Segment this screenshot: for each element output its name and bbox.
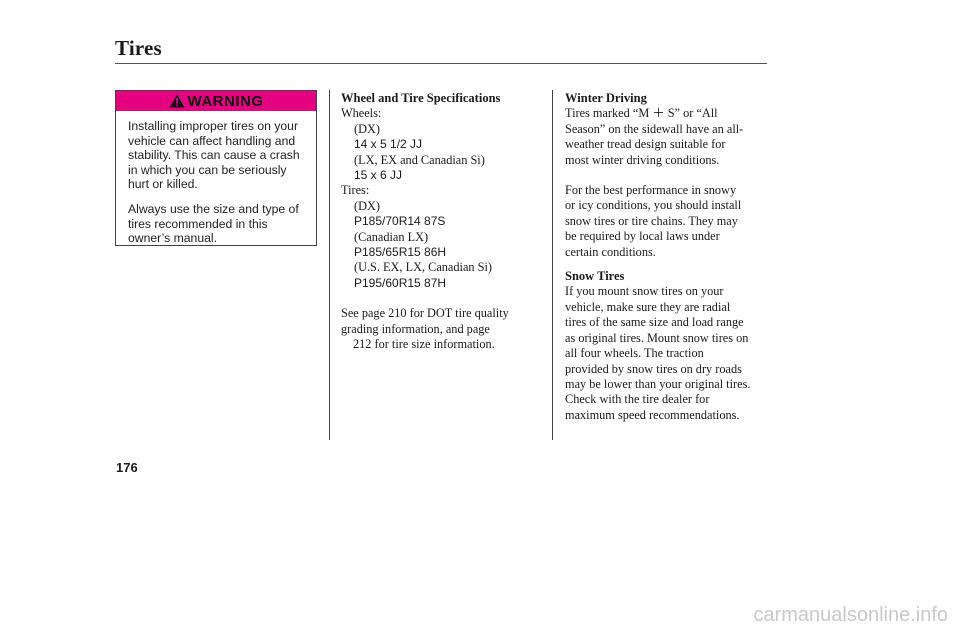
snow-text-line: Check with the tire dealer for [565,392,710,407]
tire-model: (DX) [354,198,380,213]
wheel-size: 14 x 5 1/2 JJ [354,137,423,152]
warning-paragraph-1: Installing improper tires on your vehicl… [128,119,300,192]
winter-text-line: snow tires or tire chains. They may [565,213,738,228]
snow-text-line: as original tires. Mount snow tires on [565,330,749,345]
snow-text-line: may be lower than your original tires. [565,376,751,391]
winter-text-line: For the best performance in snowy [565,183,737,198]
specs-column: Wheel and Tire Specifications Wheels: (D… [341,91,546,353]
spacer [565,260,780,269]
snow-text-line: maximum speed recommendations. [565,407,740,422]
specs-note-line: 212 for tire size information. [353,337,495,352]
winter-text-line: weather tread design suitable for [565,137,726,152]
snow-text-line: If you mount snow tires on your [565,284,724,299]
winter-column: Winter Driving Tires marked “M ＋ S” or “… [565,91,780,423]
warning-paragraph-2: Always use the size and type of tires re… [128,201,299,246]
wheel-model: (DX) [354,121,380,136]
tire-model: (Canadian LX) [354,229,429,244]
winter-text-line: be required by local laws under [565,229,720,244]
title-divider [115,63,767,64]
page-title: Tires [115,36,162,60]
snow-text-line: provided by snow tires on dry roads [565,361,742,376]
spacer [565,168,780,183]
warning-triangle-icon [169,94,184,108]
tire-model: (U.S. EX, LX, Canadian Si) [354,260,492,275]
snow-tires-heading: Snow Tires [565,269,625,284]
wheel-size: 15 x 6 JJ [354,168,403,183]
warning-label: WARNING [187,92,264,110]
spacer [341,291,546,306]
column-divider-right [552,90,553,440]
tire-size: P185/70R14 87S [354,214,446,229]
winter-heading: Winter Driving [565,91,647,105]
warning-box: WARNING Installing improper tires on you… [115,90,317,246]
winter-text-line: most winter driving conditions. [565,152,720,167]
snow-text-line: tires of the same size and load range [565,315,744,330]
wheels-label: Wheels: [341,106,382,121]
warning-header: WARNING [116,91,316,111]
specs-note-line: grading information, and page [341,321,490,336]
winter-text-line: or icy conditions, you should install [565,198,742,213]
winter-text-line: Season” on the sidewall have an all- [565,121,744,136]
winter-text-line: Tires marked “M ＋ S” or “All [565,106,718,121]
wheel-model: (LX, EX and Canadian Si) [354,152,485,167]
snow-text-line: vehicle, make sure they are radial [565,299,731,314]
specs-note-line: See page 210 for DOT tire quality [341,306,509,321]
tire-size: P195/60R15 87H [354,275,447,290]
winter-text-line: certain conditions. [565,244,656,259]
tire-size: P185/65R15 86H [354,245,447,260]
watermark[interactable]: carmanualsonline.info [753,604,948,626]
specs-heading: Wheel and Tire Specifications [341,91,501,105]
snow-text-line: all four wheels. The traction [565,346,704,361]
warning-body: Installing improper tires on your vehicl… [116,111,316,246]
page-number: 176 [116,460,138,475]
column-divider-left [329,90,330,440]
tires-label: Tires: [341,183,370,198]
